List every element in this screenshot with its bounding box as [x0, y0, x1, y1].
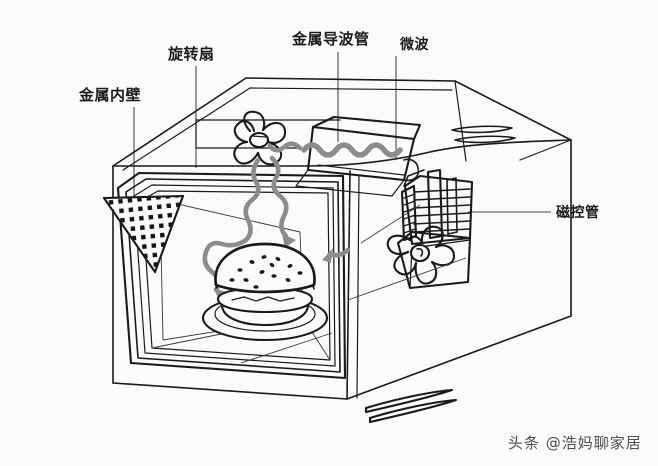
oven-outer-case — [112, 77, 572, 400]
wave-to-stirrer — [267, 141, 303, 153]
stirrer-hub — [248, 131, 270, 149]
guide-right-panel — [347, 257, 467, 301]
top-panel-left — [195, 119, 301, 149]
waveguide-elbow — [403, 158, 420, 182]
label-waveguide: 金属导波管 — [292, 30, 370, 48]
watermark: 头条 @浩妈聊家居 — [508, 434, 642, 452]
fan-hub — [409, 243, 431, 263]
wave-branch-right — [269, 155, 289, 239]
patty-texture — [231, 296, 295, 302]
fan-blade-1 — [386, 234, 412, 256]
guide-to-magnetron — [360, 204, 421, 244]
case-back-right-post — [454, 80, 467, 162]
hamburger-on-plate — [201, 242, 329, 342]
fan-blade-2 — [393, 250, 418, 276]
wave-branch-left — [243, 157, 261, 243]
fan-blade-3 — [414, 260, 438, 285]
fan-blade-4 — [430, 244, 456, 267]
vent-slot-bottom-2 — [368, 398, 458, 424]
stirrer-blade-5 — [233, 120, 256, 144]
mesh-top-edge — [102, 194, 185, 200]
waveguide-top-face — [311, 115, 422, 141]
heat-sink-top-edge — [419, 175, 473, 183]
case-front-corner-post-inner — [356, 175, 360, 399]
top-right-vent-slots — [451, 125, 516, 144]
stirrer-blade-2 — [261, 121, 287, 144]
waveguide-flare — [295, 169, 405, 197]
stirrer-hub-line — [251, 135, 267, 138]
sesame-seeds — [229, 255, 303, 289]
door-frame-inner2 — [141, 190, 331, 361]
case-front-bottom-edge — [112, 382, 348, 400]
perforated-metal-mesh — [102, 194, 185, 274]
mesh-fill — [104, 196, 183, 272]
label-magnetron: 磁控管 — [556, 205, 600, 221]
label-inner-wall: 金属内壁 — [79, 86, 142, 104]
bottom-right-vent-slots — [364, 388, 458, 424]
case-top-inner-line — [122, 87, 453, 171]
magnetron-post-2 — [446, 177, 458, 235]
metal-waveguide — [295, 115, 422, 197]
wave-right-arrowhead — [282, 234, 296, 248]
waveguide-lower-line — [317, 164, 405, 176]
vent-slot-bottom-1 — [364, 388, 454, 414]
magnetron-cooling-fan — [386, 225, 456, 285]
waveguide-right-fold — [413, 124, 421, 140]
guide-floor — [240, 332, 333, 364]
vent-slot-top-2 — [454, 135, 516, 144]
label-microwave: 微波 — [400, 37, 429, 53]
mesh-diagonal-edge — [102, 196, 157, 274]
magnetron-neck — [403, 169, 425, 187]
label-stirrer-fan: 旋转扇 — [168, 45, 215, 63]
vent-slot-top-1 — [451, 125, 513, 134]
microwave-wavy-rays — [202, 141, 403, 301]
fan-blade-6 — [408, 235, 424, 244]
cavity-back-top-line — [159, 199, 301, 233]
fan-hub-swirl — [416, 248, 424, 257]
leader-lines — [133, 52, 551, 213]
cavity-top-panel — [195, 119, 341, 149]
magnetron-coil-lines — [403, 193, 416, 234]
construction-lines — [240, 204, 467, 364]
bun-top — [214, 242, 316, 294]
door-frame-inner — [133, 184, 336, 367]
door-frame-mid — [125, 178, 341, 373]
case-top-front-edge — [112, 139, 572, 167]
magnetron-base-box — [396, 230, 472, 290]
fan-blade-5 — [420, 225, 444, 249]
wave-right-side-arrowhead — [322, 248, 333, 263]
case-right-top-fold — [519, 139, 572, 161]
case-front-corner-post — [346, 170, 351, 400]
mesh-right-edge — [153, 194, 185, 274]
heat-sink-body — [403, 174, 474, 246]
door-frame-outer — [116, 171, 347, 380]
wave-in-waveguide — [301, 142, 403, 158]
case-top-back-edges — [112, 77, 572, 167]
stirrer-blade-4 — [233, 140, 260, 165]
case-right-bottom-edge — [346, 315, 572, 400]
